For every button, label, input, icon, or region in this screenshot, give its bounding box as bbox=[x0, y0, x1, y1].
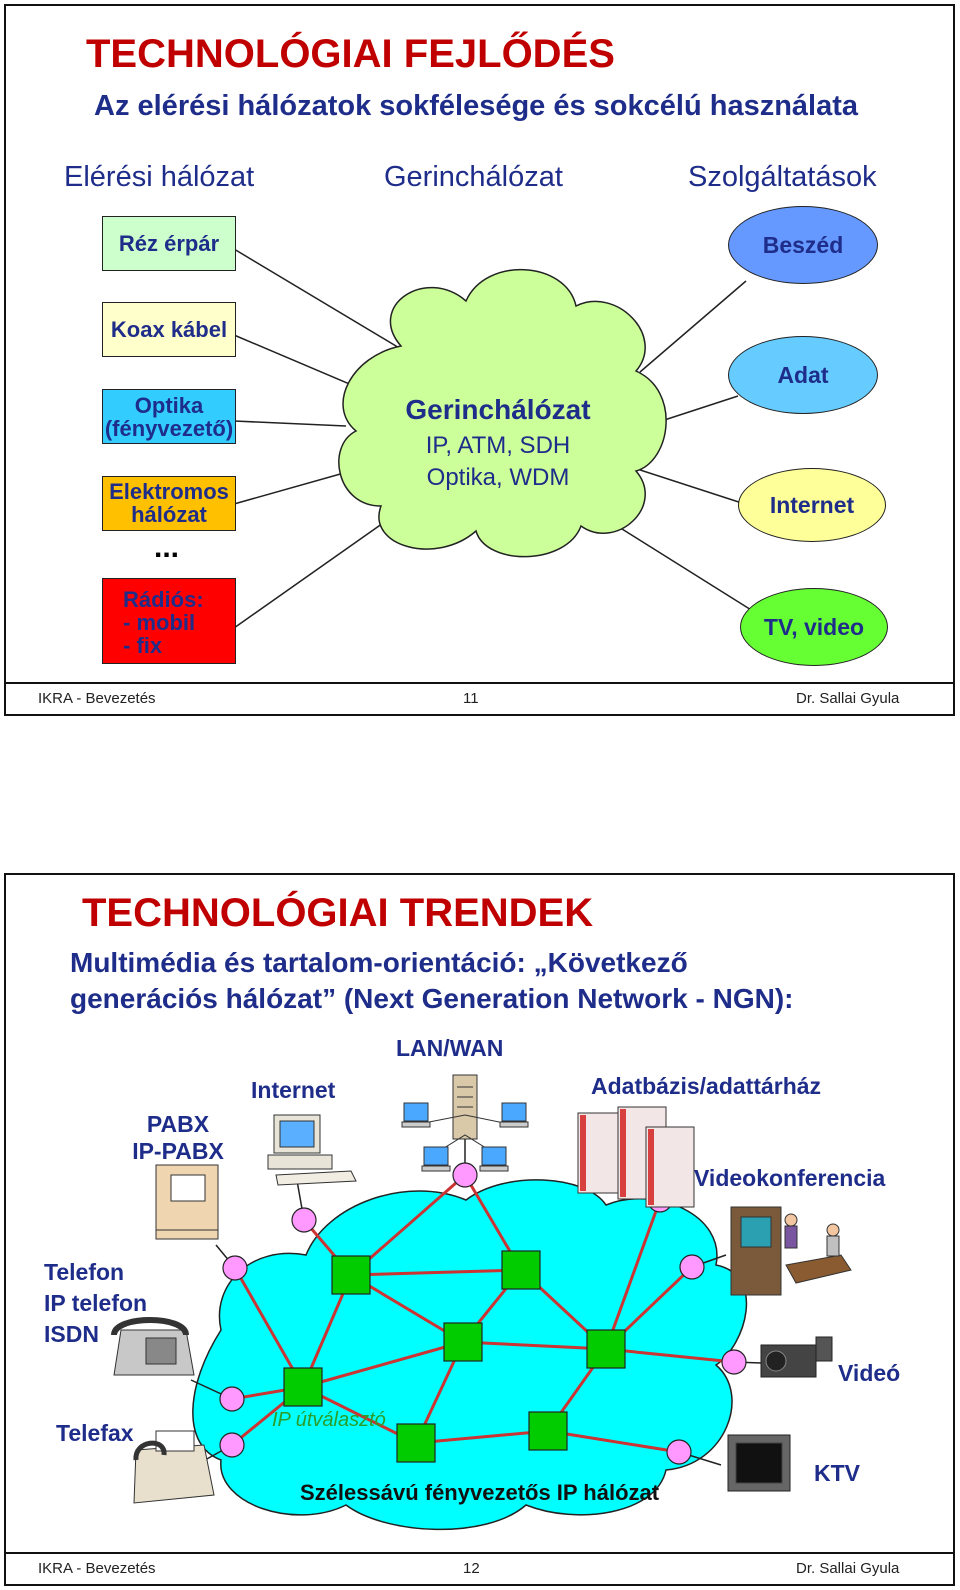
access-ellipsis: ... bbox=[154, 531, 180, 564]
service-data-ellipse: Adat bbox=[728, 336, 878, 414]
label-phone-1: Telefon bbox=[44, 1259, 125, 1285]
service-tv-label: TV, video bbox=[763, 613, 865, 640]
label-pabx: PABX IP-PABX bbox=[128, 1111, 228, 1165]
access-power-label-1: Elektromos bbox=[109, 479, 229, 504]
access-optics-box: Optika (fényvezető) bbox=[102, 389, 236, 444]
subtitle: Az elérési hálózatok sokfélesége és sokc… bbox=[94, 90, 859, 122]
connection-lines bbox=[233, 248, 765, 629]
label-lanwan: LAN/WAN bbox=[396, 1035, 504, 1061]
videoconference-icon bbox=[730, 1206, 852, 1296]
column-header-services: Szolgáltatások bbox=[688, 161, 877, 193]
core-cloud-line2: Optika, WDM bbox=[426, 464, 570, 491]
label-phone-2: IP telefon bbox=[44, 1290, 148, 1316]
page-title-trends: TECHNOLÓGIAI TRENDEK bbox=[82, 891, 594, 935]
service-internet-label: Internet bbox=[769, 491, 855, 518]
slide-technology-trends: TECHNOLÓGIAI TRENDEK Multimédia és tarta… bbox=[4, 873, 955, 1586]
label-broadband-network: Szélessávú fényvezetős IP hálózat bbox=[300, 1480, 660, 1505]
label-ip-router: IP útválasztó bbox=[272, 1409, 386, 1431]
footer-author-2: Dr. Sallai Gyula bbox=[796, 1560, 900, 1577]
access-coax-label: Koax kábel bbox=[110, 316, 228, 342]
footer-author: Dr. Sallai Gyula bbox=[796, 690, 900, 707]
column-header-access: Elérési hálózat bbox=[64, 161, 255, 193]
label-videoconference: Videokonferencia bbox=[694, 1165, 886, 1191]
access-copper-label: Réz érpár bbox=[118, 230, 220, 256]
tv-icon bbox=[727, 1434, 791, 1492]
access-radio-box: Rádiós: - mobil - fix bbox=[102, 578, 236, 664]
service-data-label: Adat bbox=[777, 361, 829, 388]
access-optics-label-2: (fényvezető) bbox=[104, 416, 234, 441]
label-database: Adatbázis/adattárház bbox=[591, 1073, 822, 1099]
column-header-core: Gerinchálózat bbox=[384, 161, 563, 193]
pabx-icon bbox=[155, 1164, 219, 1240]
label-pabx-1: PABX bbox=[146, 1111, 210, 1137]
access-power-label-2: hálózat bbox=[131, 502, 207, 527]
telephone-icon bbox=[111, 1317, 195, 1376]
access-copper-box: Réz érpár bbox=[102, 216, 236, 271]
core-cloud-title: Gerinchálózat bbox=[405, 394, 591, 425]
router-nodes bbox=[283, 1250, 626, 1463]
access-radio-label-1: Rádiós: bbox=[123, 587, 204, 612]
access-radio-label-3: - fix bbox=[123, 633, 163, 658]
page-title: TECHNOLÓGIAI FEJLŐDÉS bbox=[86, 32, 615, 76]
subtitle-line2: generációs hálózat” (Next Generation Net… bbox=[70, 983, 794, 1014]
label-internet: Internet bbox=[251, 1077, 336, 1103]
label-phone-3: ISDN bbox=[44, 1321, 99, 1347]
camcorder-icon bbox=[760, 1336, 833, 1378]
label-phone: Telefon IP telefon ISDN bbox=[44, 1257, 147, 1350]
access-radio-label-2: - mobil bbox=[123, 610, 196, 635]
core-cloud-line1: IP, ATM, SDH bbox=[425, 432, 571, 459]
footer-left: IKRA - Bevezetés bbox=[38, 690, 156, 707]
service-voice-label: Beszéd bbox=[762, 231, 844, 258]
database-icon bbox=[577, 1106, 695, 1208]
slide-technology-evolution: TECHNOLÓGIAI FEJLŐDÉS Az elérési hálózat… bbox=[4, 4, 955, 716]
ngn-diagram bbox=[111, 1074, 852, 1531]
label-telefax: Telefax bbox=[56, 1420, 134, 1446]
telefax-icon bbox=[133, 1430, 215, 1504]
footer-page-number-2: 12 bbox=[463, 1560, 480, 1577]
slide-footer-2: IKRA - Bevezetés 12 Dr. Sallai Gyula bbox=[6, 1552, 953, 1584]
edge-nodes bbox=[219, 1162, 747, 1465]
core-cloud bbox=[338, 269, 667, 558]
access-optics-label-1: Optika bbox=[134, 393, 204, 418]
service-voice-ellipse: Beszéd bbox=[728, 206, 878, 284]
subtitle-line1: Multimédia és tartalom-orientáció: „Köve… bbox=[70, 947, 688, 978]
footer-left-2: IKRA - Bevezetés bbox=[38, 1560, 156, 1577]
lan-wan-icon bbox=[401, 1074, 529, 1172]
access-power-box: Elektromos hálózat bbox=[102, 476, 236, 531]
footer-page-number: 11 bbox=[463, 690, 479, 707]
label-pabx-2: IP-PABX bbox=[132, 1138, 224, 1164]
service-tv-ellipse: TV, video bbox=[740, 588, 888, 666]
label-ktv: KTV bbox=[814, 1460, 860, 1486]
access-coax-box: Koax kábel bbox=[102, 302, 236, 357]
service-internet-ellipse: Internet bbox=[738, 468, 886, 542]
internet-pc-icon bbox=[267, 1114, 357, 1186]
slide-footer: IKRA - Bevezetés 11 Dr. Sallai Gyula bbox=[6, 682, 953, 714]
label-video: Videó bbox=[838, 1360, 901, 1386]
